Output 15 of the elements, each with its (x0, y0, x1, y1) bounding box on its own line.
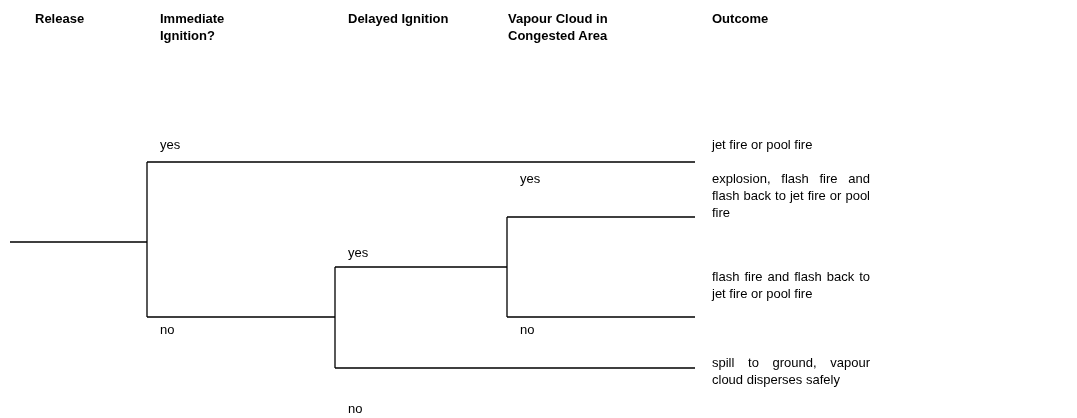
branch-label: no (348, 400, 363, 417)
outcome-text: jet fire or pool fire (712, 136, 813, 153)
column-heading: Delayed Ignition (348, 10, 450, 27)
branch-label: no (520, 321, 535, 338)
branch-label: yes (160, 136, 181, 153)
column-heading: Vapour Cloud in Congested Area (508, 10, 609, 44)
column-heading: Outcome (712, 10, 769, 27)
branch-label: no (160, 321, 175, 338)
outcome-text: spill to ground, vapour cloud disperses safely (712, 354, 870, 388)
outcome-text: explosion, flash fire and flash back to jet fire or pool fire (712, 170, 870, 221)
branch-label: yes (520, 170, 541, 187)
outcome-text: flash fire and flash back to jet fire or pool fire (712, 268, 870, 302)
column-heading: Immediate Ignition? (160, 10, 226, 44)
branch-label: yes (348, 244, 369, 261)
column-heading: Release (35, 10, 85, 27)
